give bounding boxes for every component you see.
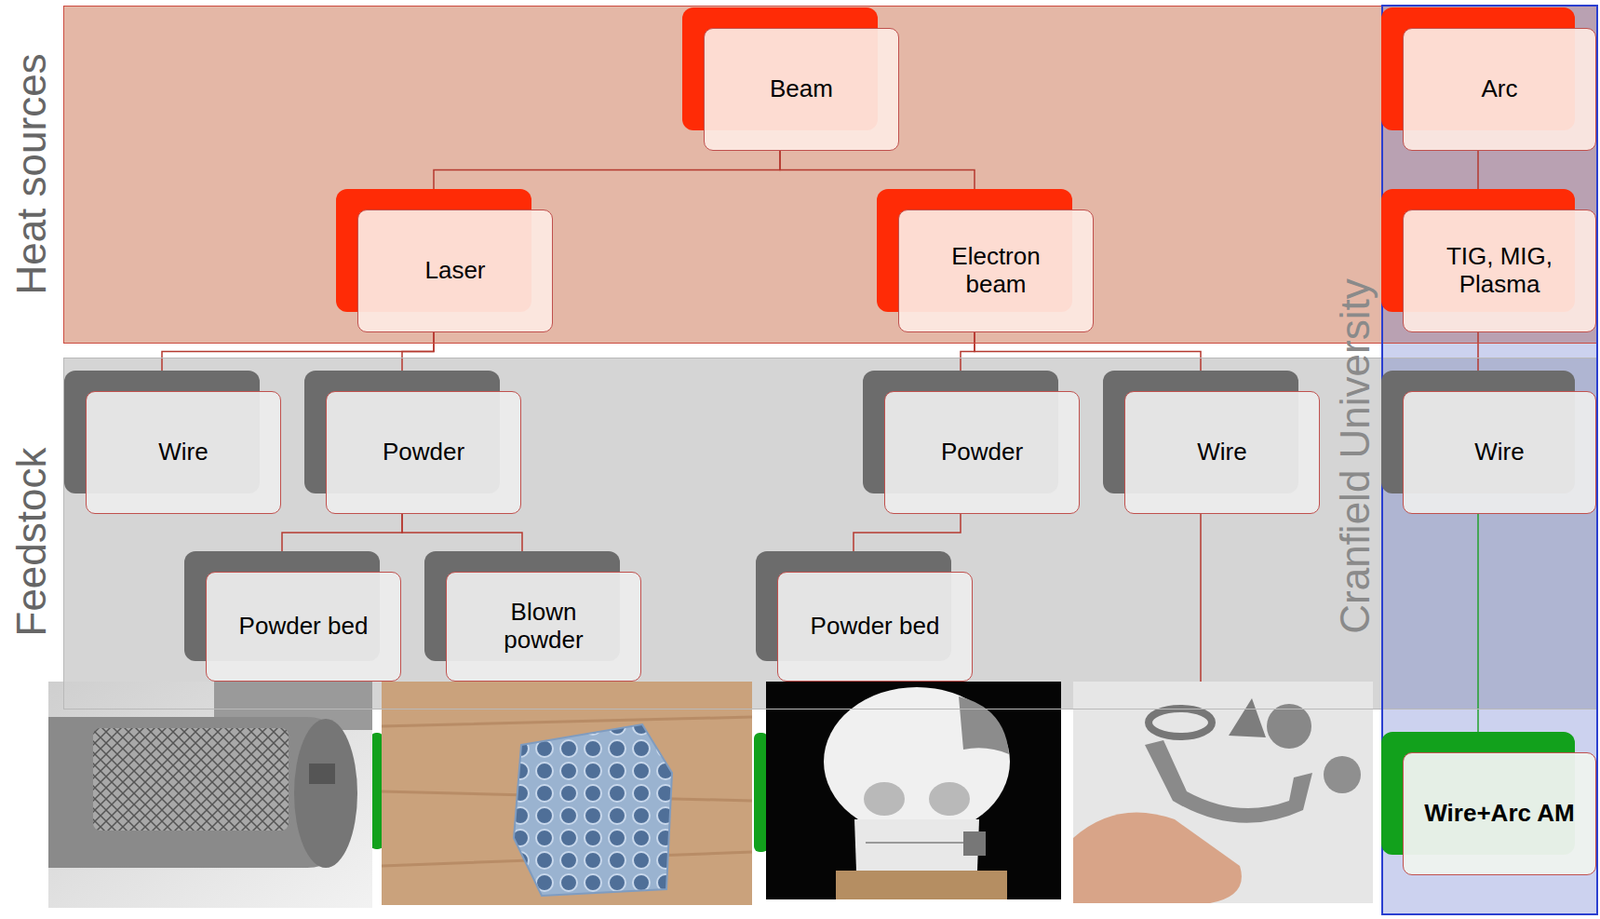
box-label: Wire [1196, 438, 1247, 467]
process-box: Wire+Arc AM [1381, 731, 1597, 875]
process-box: Electron beam [876, 188, 1094, 333]
connector [779, 150, 975, 189]
jaw [854, 819, 980, 871]
connector [161, 332, 434, 371]
process-box: Powder [304, 370, 522, 514]
box-face: Laser [357, 209, 553, 333]
connector [1477, 332, 1479, 371]
box-face: Powder bed [205, 571, 402, 682]
photo-lattice-tube [48, 681, 373, 908]
photo-skull [766, 681, 1062, 900]
box-face: Electron beam [898, 209, 1094, 333]
eye-socket [863, 781, 905, 816]
box-label: Wire [1474, 438, 1524, 467]
process-box: Powder [862, 370, 1080, 514]
photo-jaw-implant [1073, 681, 1373, 903]
slot [309, 763, 336, 784]
process-box: Wire [64, 370, 282, 514]
box-face: Wire [1124, 390, 1320, 514]
process-box: Blown powder [424, 551, 642, 682]
process-box: Wire [1381, 370, 1597, 514]
process-box: Wire [1102, 370, 1320, 514]
stand [835, 870, 1008, 900]
process-box: Beam [682, 7, 900, 151]
photo-ground [1073, 681, 1373, 903]
photo-ground [381, 681, 753, 905]
connector [402, 513, 523, 552]
region-label: Feedstock [11, 447, 53, 637]
connector [282, 513, 403, 552]
ring [1148, 708, 1212, 737]
box-face: Wire [1402, 390, 1597, 514]
box-label: Powder [941, 438, 1023, 467]
connector [433, 150, 780, 189]
process-box: Powder bed [184, 551, 402, 682]
hidden-box-edge [753, 732, 768, 852]
box-face: Wire+Arc AM [1402, 752, 1597, 875]
box-face: Wire [85, 390, 282, 514]
process-box: Arc [1381, 7, 1597, 151]
leader-line [1199, 513, 1202, 684]
box-label: Wire+Arc AM [1424, 799, 1574, 828]
process-box: Laser [336, 188, 553, 333]
cranfield-column-fill [1381, 4, 1599, 915]
process-box: TIG, MIG, Plasma [1381, 188, 1597, 333]
box-face: Powder [884, 390, 1080, 514]
box-face: TIG, MIG, Plasma [1402, 209, 1597, 333]
region-band: Cranfield UniversityArcTIG, MIG, PlasmaW… [1381, 4, 1599, 915]
box-label: Powder bed [239, 612, 369, 641]
connector [402, 332, 434, 371]
box-face: Beam [703, 27, 900, 151]
box-face: Blown powder [445, 571, 642, 682]
box-face: Powder bed [777, 571, 973, 682]
part [1266, 703, 1312, 749]
box-label: Arc [1481, 75, 1519, 104]
photo-honeycomb [381, 681, 753, 905]
eye-socket [928, 781, 970, 816]
region-label: Cranfield University [1334, 278, 1376, 633]
connector [1477, 150, 1479, 189]
box-label: Electron beam [935, 242, 1057, 299]
teeth [865, 841, 969, 844]
hidden-box-edge [370, 732, 384, 849]
lattice [93, 727, 289, 831]
hand [1073, 811, 1242, 903]
connector [974, 332, 1201, 371]
connector [1477, 513, 1479, 732]
box-label: Blown powder [483, 598, 605, 655]
part [1323, 755, 1361, 794]
box-face: Arc [1402, 27, 1597, 151]
box-label: Beam [769, 75, 834, 104]
box-label: TIG, MIG, Plasma [1438, 242, 1560, 299]
connector [853, 513, 961, 552]
part [1228, 698, 1266, 738]
connector [960, 332, 975, 371]
flange [294, 718, 358, 868]
implant [963, 831, 986, 856]
box-label: Wire [158, 438, 208, 467]
tube [48, 716, 337, 868]
box-label: Powder [382, 438, 465, 467]
region-label: Heat sources [11, 53, 53, 295]
process-box: Powder bed [755, 551, 973, 682]
implant [958, 696, 1009, 754]
photo-ground [766, 681, 1062, 900]
photo-ground [48, 681, 373, 908]
jaw-implant [1144, 739, 1313, 823]
box-label: Powder bed [810, 612, 941, 641]
honeycomb [513, 724, 673, 896]
skull [823, 686, 1010, 836]
box-label: Laser [424, 256, 485, 285]
box-face: Powder [325, 390, 522, 514]
